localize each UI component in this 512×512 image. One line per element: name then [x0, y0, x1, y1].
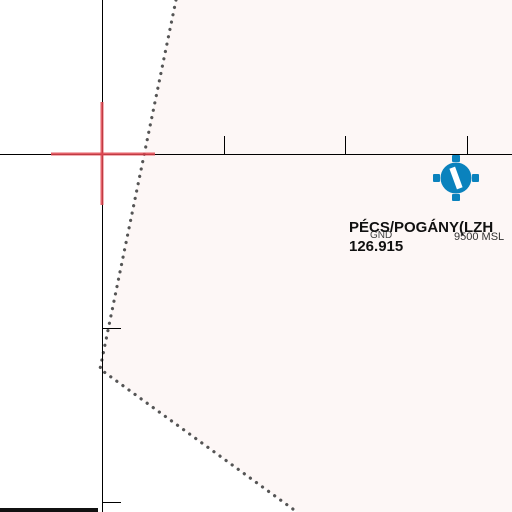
airport-runway-icon[interactable] — [433, 155, 479, 201]
airspace-lower-limit: GND — [370, 230, 393, 241]
airport-frequency-label: 126.915 — [349, 238, 404, 255]
airport-name-label[interactable]: PÉCS/POGÁNY(LZH — [349, 219, 494, 236]
airspace-upper-limit: 9500 MSL — [454, 231, 505, 243]
airspace-area — [100, 0, 512, 512]
map-center-crosshair-icon — [51, 102, 155, 205]
airspace-boundary — [98, 0, 299, 512]
scale-bar — [0, 508, 98, 512]
